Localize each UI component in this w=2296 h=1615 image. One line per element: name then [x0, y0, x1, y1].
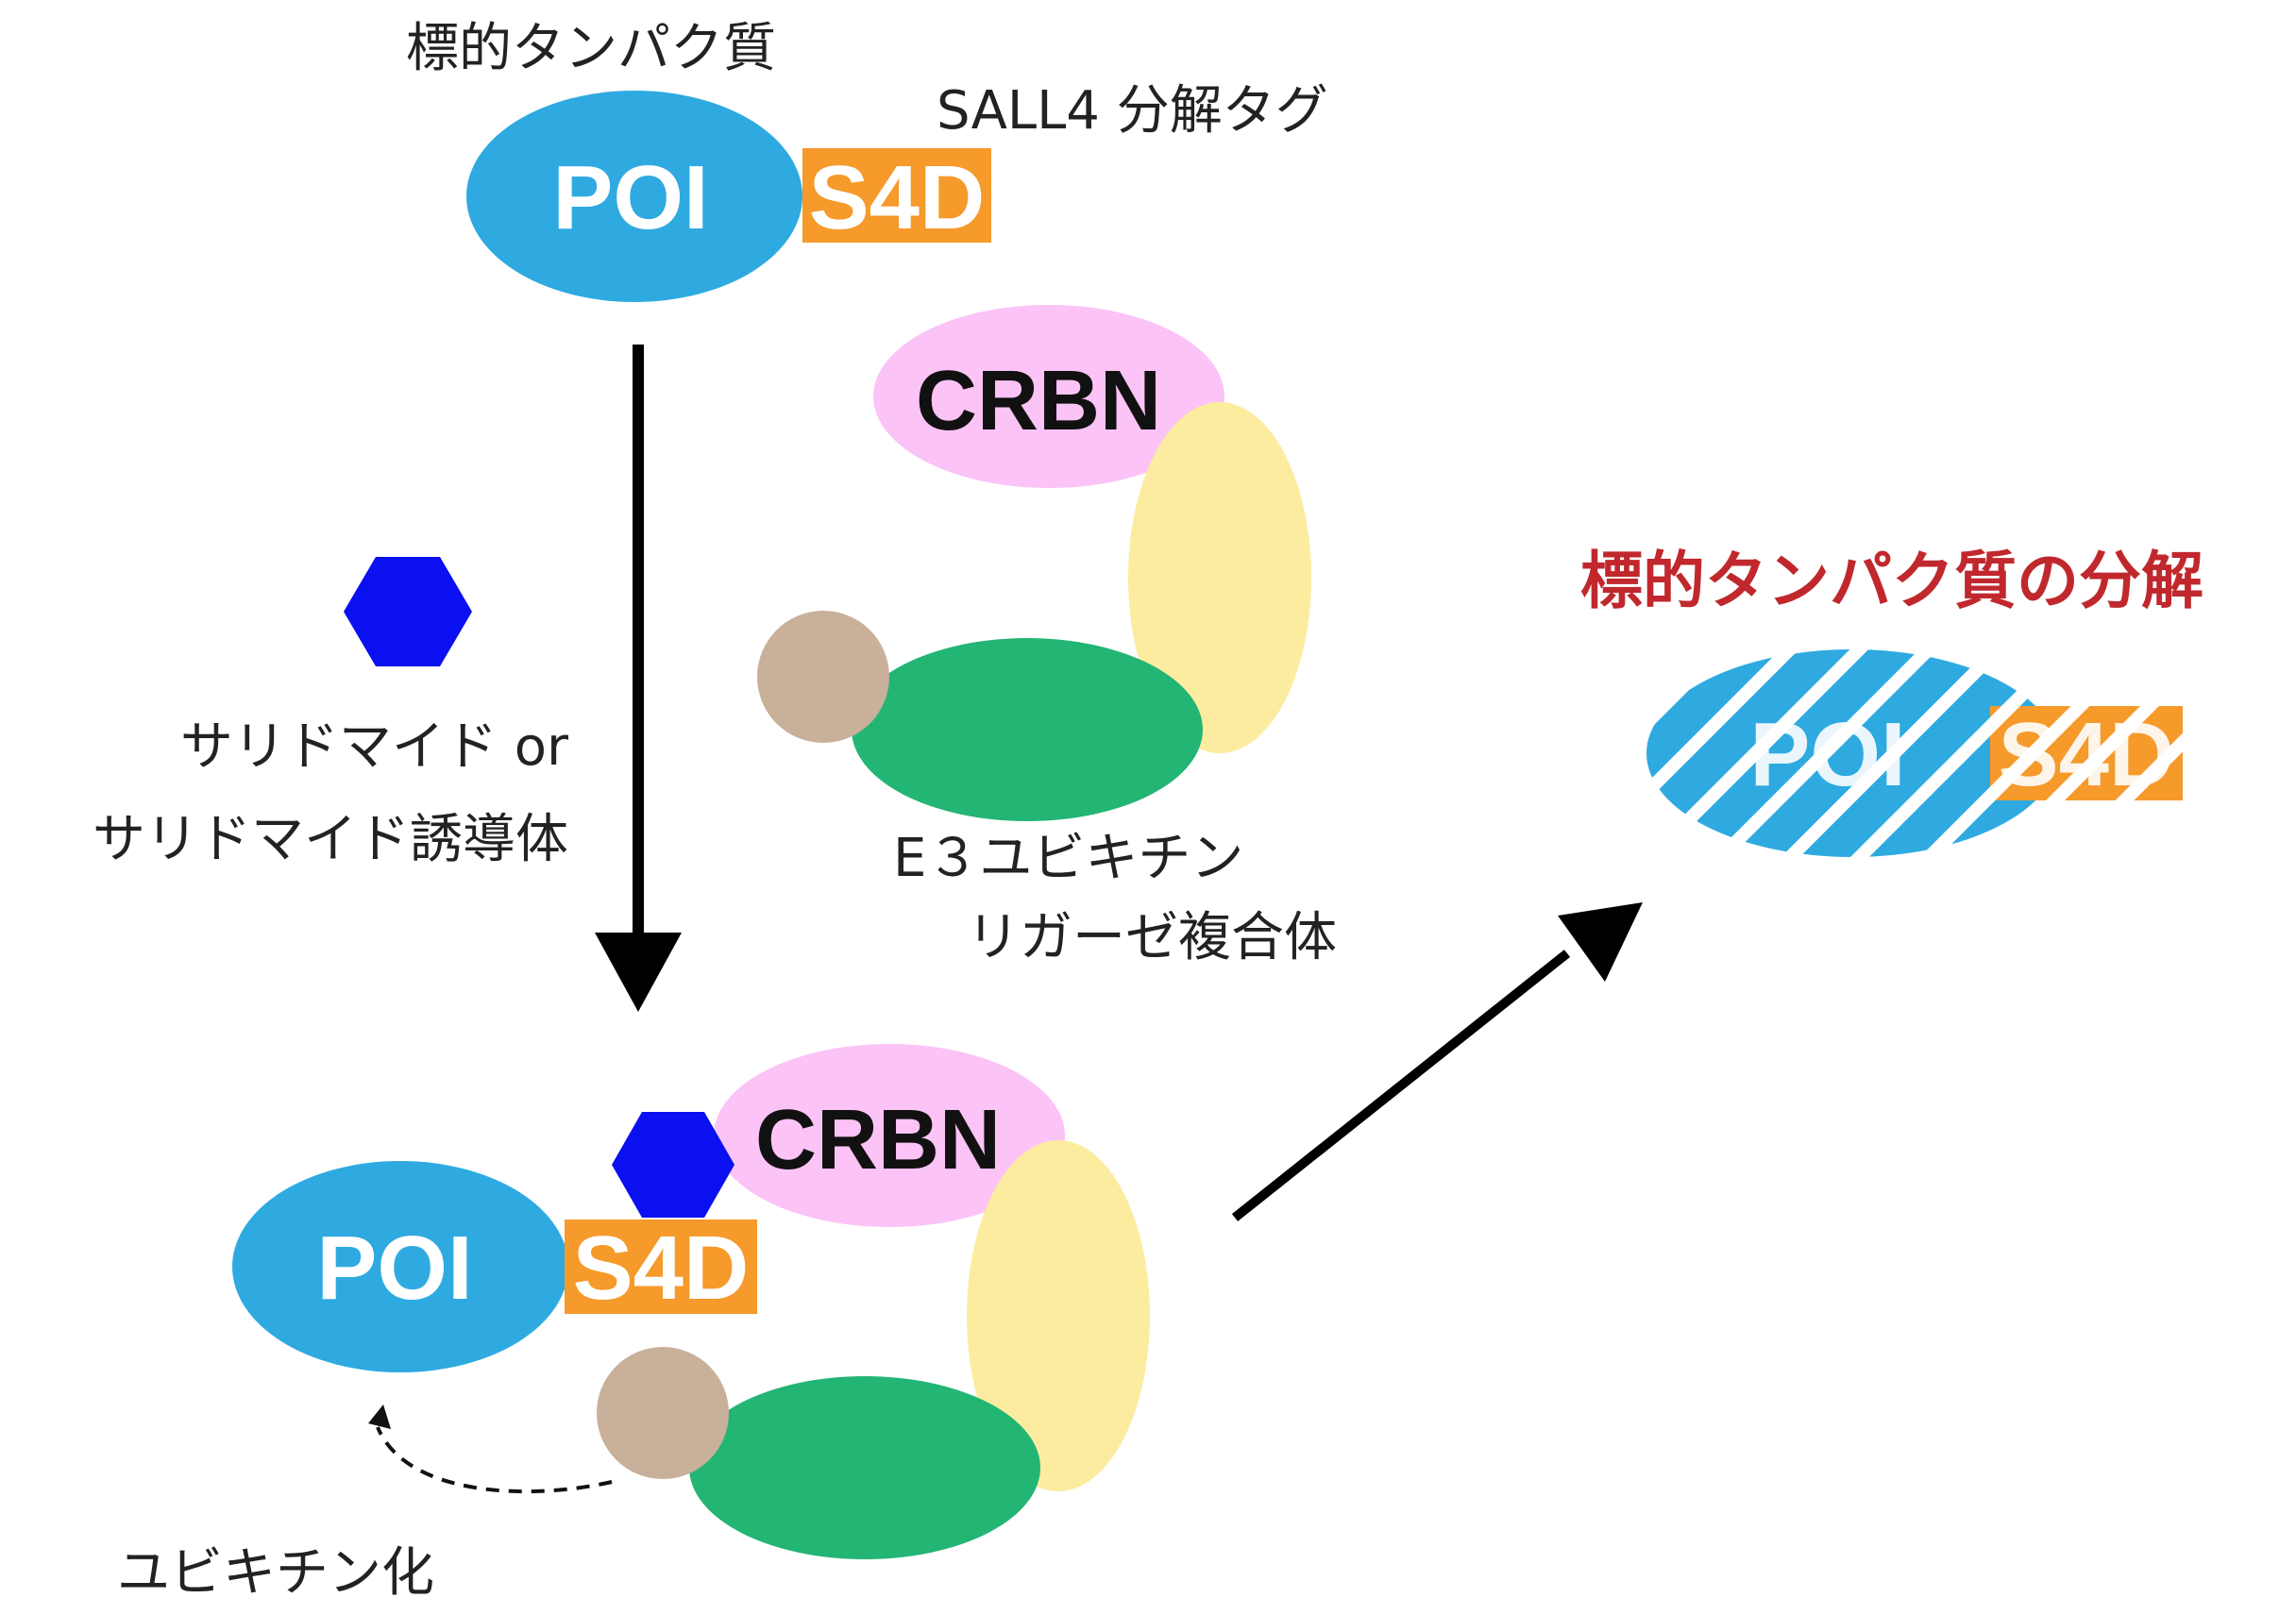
s4d-text: S4D — [809, 147, 986, 248]
top-fusion-protein: 標的タンパク質 SALL4 分解タグ POI S4D — [406, 18, 1328, 302]
poi-text-degraded: POI — [1749, 704, 1905, 805]
e3-label-line2: リガーゼ複合体 — [967, 907, 1337, 968]
poi-ellipse-degraded — [1646, 649, 2058, 857]
e3-label-line1: E３ユビキチン — [893, 828, 1243, 889]
s4d-text-bottom: S4D — [573, 1218, 750, 1319]
thalidomide-hexagon-icon — [344, 557, 472, 666]
poi-text: POI — [552, 147, 708, 248]
ubiquitination-arrow: ユビキチン化 — [117, 1405, 613, 1604]
poi-text-bottom: POI — [316, 1218, 472, 1319]
s4d-text-degraded: S4D — [1999, 704, 2175, 805]
scaffold-ellipse — [1128, 402, 1311, 753]
e3-ligase-complex-top: CRBN E３ユビキチン リガーゼ複合体 — [757, 305, 1337, 968]
e2-circle — [757, 611, 889, 743]
s4d-tag-box — [802, 148, 991, 243]
crbn-ellipse — [873, 305, 1224, 488]
thalidomide-label-line2: サリドマイド誘導体 — [93, 809, 568, 870]
crbn-text: CRBN — [916, 354, 1161, 448]
rbx-ellipse-bottom — [689, 1376, 1040, 1559]
rbx-ellipse — [852, 638, 1203, 821]
e2-circle-bottom — [597, 1347, 729, 1479]
thalidomide-group: サリドマイド or サリドマイド誘導体 — [93, 557, 569, 870]
thalidomide-hexagon-icon-bottom — [612, 1112, 734, 1218]
ubiquitination-label: ユビキチン化 — [117, 1542, 434, 1604]
degradation-title: 標的タンパク質の分解 — [1580, 545, 2203, 617]
ternary-complex-bottom: CRBN POI S4D — [232, 1044, 1150, 1559]
down-arrow — [595, 345, 682, 1012]
target-protein-label: 標的タンパク質 — [406, 18, 776, 79]
crbn-text-bottom: CRBN — [755, 1093, 1001, 1187]
degraded-protein: 標的タンパク質の分解 POI S4D — [1580, 545, 2203, 857]
s4d-tag-box-degraded — [1990, 706, 2183, 800]
scaffold-ellipse-bottom — [967, 1140, 1150, 1491]
diagonal-arrow — [1231, 902, 1643, 1221]
sall4-tag-label: SALL4 分解タグ — [937, 80, 1328, 142]
s4d-tag-box-bottom — [565, 1220, 757, 1314]
thalidomide-label-line1: サリドマイド or — [180, 716, 569, 778]
crbn-ellipse-bottom — [714, 1044, 1065, 1227]
poi-ellipse — [466, 91, 802, 302]
poi-ellipse-bottom — [232, 1161, 568, 1372]
